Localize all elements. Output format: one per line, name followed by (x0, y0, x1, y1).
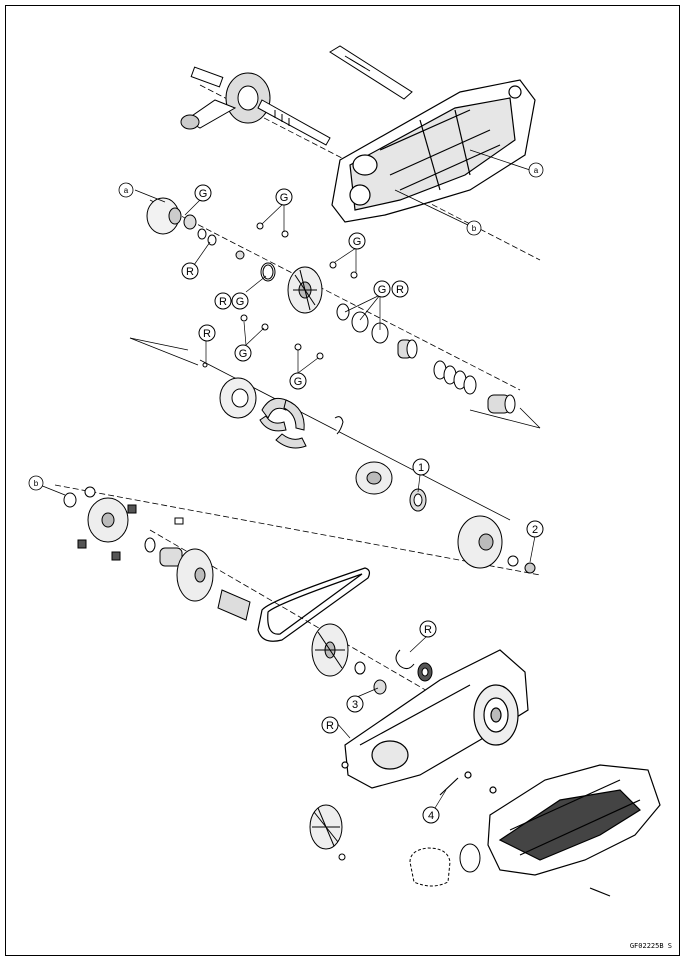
part-number-label: 3 (352, 699, 358, 711)
callout-4: 4 (422, 806, 440, 824)
part-number-label: 4 (428, 810, 434, 822)
crankshaft (180, 66, 331, 146)
ref-a-label: a (534, 166, 539, 175)
replace-callout-label: R (396, 284, 404, 296)
ref-a-top: a (118, 182, 134, 198)
callout-g-2: G (275, 188, 293, 206)
callout-r-4: R (198, 324, 216, 342)
grease-callout-label: G (280, 192, 289, 204)
grease-callout-label: G (239, 348, 248, 360)
replace-callout-label: R (424, 624, 432, 636)
callout-leaders (184, 199, 536, 809)
outer-cover (487, 764, 661, 897)
clutch-parts (219, 377, 536, 574)
drive-shaft (329, 45, 413, 100)
part-number-label: 1 (418, 462, 424, 474)
drive-belt (257, 567, 371, 642)
diagram-frame (5, 5, 680, 956)
drive-pulley (63, 486, 251, 621)
callout-1: 1 (412, 458, 430, 476)
callout-r-1: R (181, 262, 199, 280)
part-number-label: 2 (532, 524, 538, 536)
callout-g-6: G (234, 344, 252, 362)
grease-callout-label: G (353, 236, 362, 248)
grease-callout-label: G (236, 296, 245, 308)
callout-2: 2 (526, 520, 544, 538)
callout-r-6: R (321, 716, 339, 734)
ref-b-label: b (472, 224, 477, 233)
callout-r-2: R (214, 292, 232, 310)
replace-callout-label: R (186, 266, 194, 278)
bottom-parts (309, 804, 481, 887)
grease-callout-label: G (294, 376, 303, 388)
ref-a-right: a (528, 162, 544, 178)
callout-r-5: R (419, 620, 437, 638)
replace-callout-label: R (326, 720, 334, 732)
replace-callout-label: R (219, 296, 227, 308)
crankcase (331, 79, 536, 223)
reference-letters (39, 149, 531, 496)
grease-callout-label: G (199, 188, 208, 200)
callout-g-5: G (373, 280, 391, 298)
replace-callout-label: R (203, 328, 211, 340)
grease-callout-label: G (378, 284, 387, 296)
callout-3: 3 (346, 695, 364, 713)
upper-row-parts (146, 197, 516, 414)
clutch-cover (341, 649, 529, 796)
ref-b-left: b (28, 475, 44, 491)
callout-g-4: G (231, 292, 249, 310)
callout-r-3: R (391, 280, 409, 298)
ref-b-label: b (34, 479, 39, 488)
driven-fan-parts (311, 623, 433, 695)
ref-a-label: a (124, 186, 129, 195)
figure-code: GF02225B S (630, 942, 672, 950)
callout-g-7: G (289, 372, 307, 390)
callout-g-1: G (194, 184, 212, 202)
callout-g-3: G (348, 232, 366, 250)
ref-b-right: b (466, 220, 482, 236)
